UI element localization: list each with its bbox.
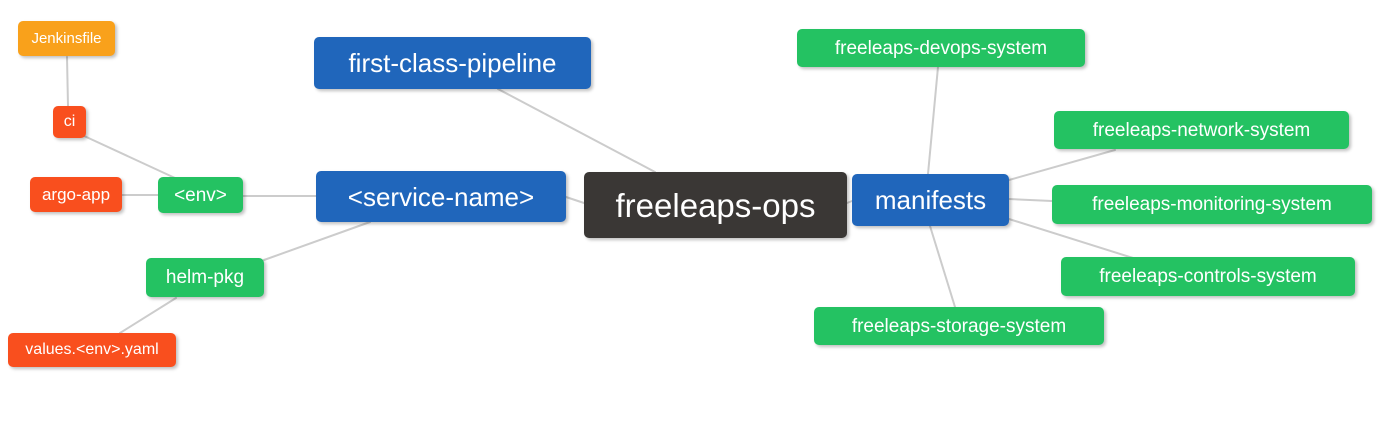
node-freeleaps-ops[interactable]: freeleaps-ops: [584, 172, 847, 238]
edge-manifests-to-freeleaps-storage-system: [929, 225, 956, 308]
edge-service-name-to-helm-pkg: [263, 221, 371, 261]
node-ci[interactable]: ci: [53, 106, 86, 138]
node-argo-app[interactable]: argo-app: [30, 177, 122, 212]
edge-first-class-pipeline-to-freeleaps-ops: [497, 88, 656, 173]
node-helm-pkg[interactable]: helm-pkg: [146, 258, 264, 297]
node-freeleaps-storage-system[interactable]: freeleaps-storage-system: [814, 307, 1104, 345]
edge-service-name-to-freeleaps-ops: [565, 196, 585, 204]
edge-ci-to-env: [81, 134, 176, 179]
node-first-class-pipeline[interactable]: first-class-pipeline: [314, 37, 591, 89]
node-env[interactable]: <env>: [158, 177, 243, 213]
node-service-name[interactable]: <service-name>: [316, 171, 566, 222]
node-freeleaps-network-system[interactable]: freeleaps-network-system: [1054, 111, 1349, 149]
node-values-env-yaml[interactable]: values.<env>.yaml: [8, 333, 176, 367]
node-freeleaps-monitoring-system[interactable]: freeleaps-monitoring-system: [1052, 185, 1372, 224]
node-jenkinsfile[interactable]: Jenkinsfile: [18, 21, 115, 56]
edge-manifests-to-freeleaps-network-system: [1008, 149, 1116, 181]
edge-helm-pkg-to-values-env-yaml: [119, 297, 177, 334]
edge-jenkinsfile-to-ci: [66, 56, 69, 107]
node-manifests[interactable]: manifests: [852, 174, 1009, 226]
edge-manifests-to-freeleaps-devops-system: [927, 66, 939, 175]
edge-manifests-to-freeleaps-controls-system: [1008, 218, 1134, 259]
edge-manifests-to-freeleaps-monitoring-system: [1008, 198, 1053, 202]
node-freeleaps-devops-system[interactable]: freeleaps-devops-system: [797, 29, 1085, 67]
node-freeleaps-controls-system[interactable]: freeleaps-controls-system: [1061, 257, 1355, 296]
edge-freeleaps-ops-to-manifests: [846, 200, 853, 204]
